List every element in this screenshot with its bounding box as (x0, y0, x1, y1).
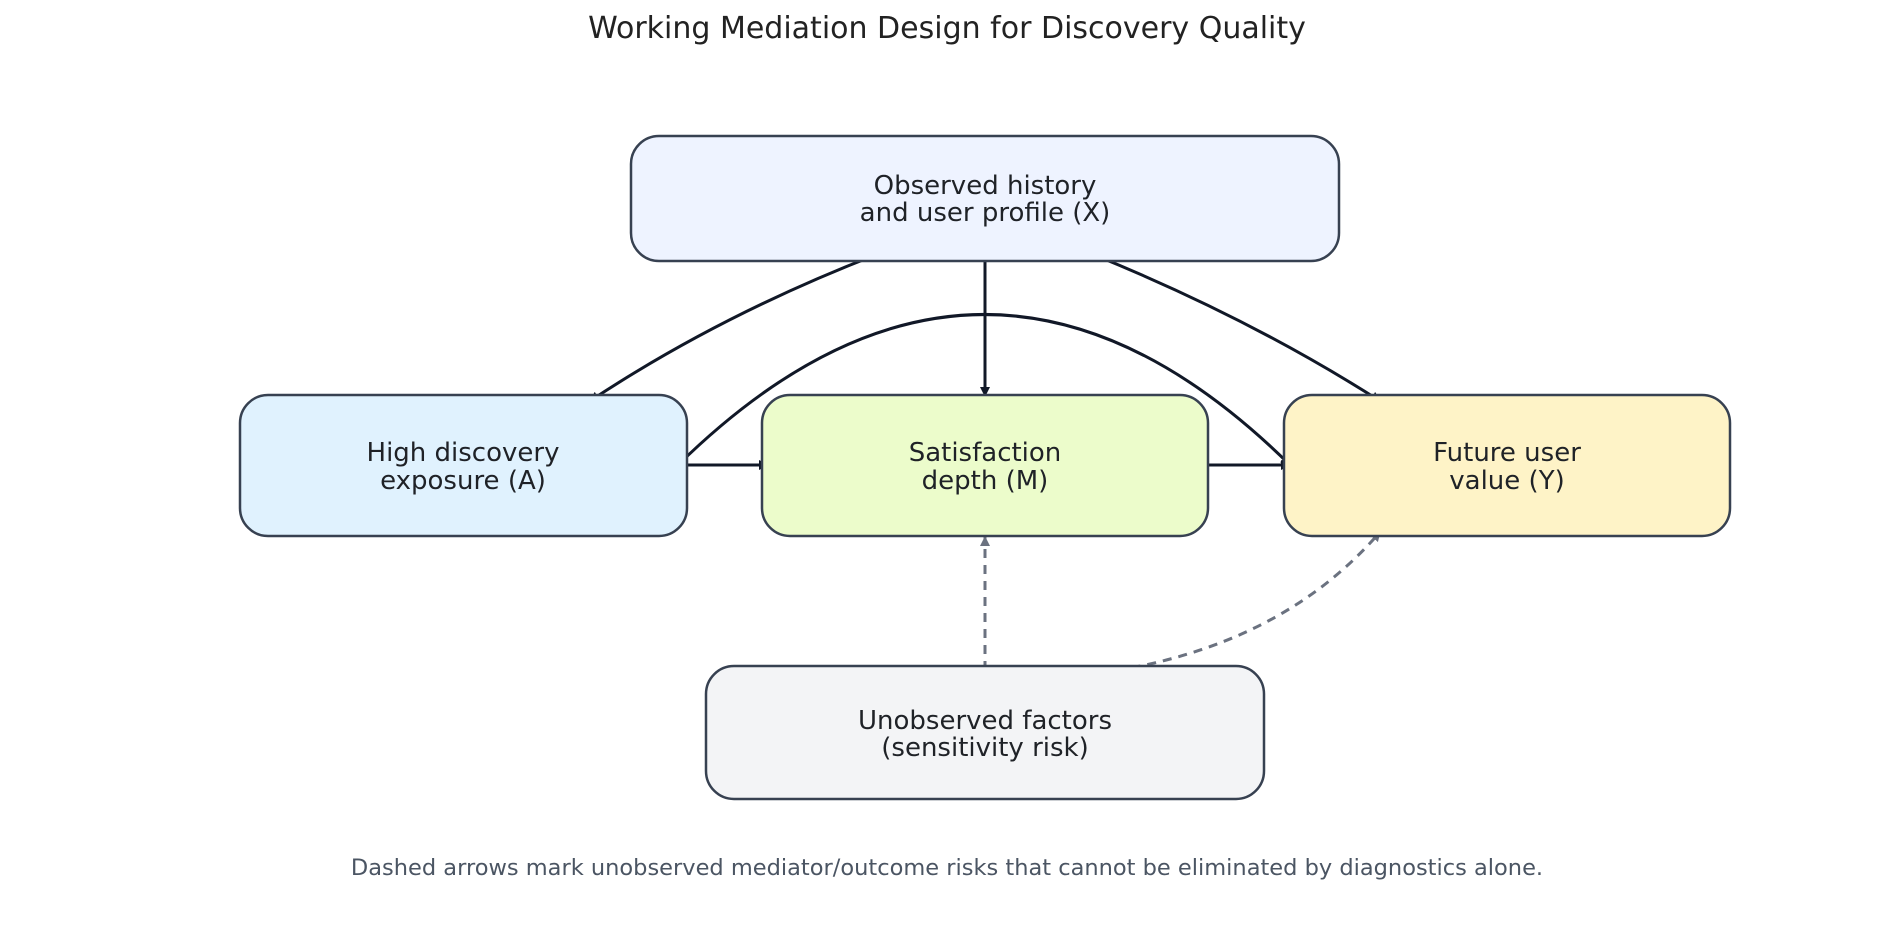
edge-exposure-to-outcome (676, 313, 1292, 467)
node-outcome-label-line2: value (Y) (1449, 466, 1564, 496)
node-unobserved-box (704, 664, 1266, 801)
edge-history-to-outcome (1091, 252, 1381, 403)
node-mediator-label-line1: Satisfaction (909, 438, 1062, 468)
node-mediator-box (760, 393, 1210, 538)
node-exposure: High discovery exposure (A) (238, 393, 689, 538)
node-mediator-label-line2: depth (M) (922, 466, 1049, 496)
node-history-box (629, 134, 1341, 263)
node-history-label-line1: Observed history (874, 171, 1097, 201)
edge-history-to-exposure (589, 252, 879, 403)
edges (589, 252, 1382, 675)
node-outcome-label-line1: Future user (1433, 438, 1581, 468)
diagram-title: Working Mediation Design for Discovery Q… (588, 11, 1306, 46)
node-unobserved-label-line2: (sensitivity risk) (881, 733, 1088, 763)
node-history-label-line2: and user profile (X) (860, 198, 1111, 228)
node-history: Observed history and user profile (X) (629, 134, 1341, 263)
node-outcome-box (1282, 393, 1732, 538)
node-outcome: Future user value (Y) (1282, 393, 1732, 538)
node-mediator: Satisfaction depth (M) (760, 393, 1210, 538)
node-exposure-label-line2: exposure (A) (380, 466, 546, 496)
node-unobserved-label-line1: Unobserved factors (858, 706, 1112, 736)
node-unobserved: Unobserved factors (sensitivity risk) (704, 664, 1266, 801)
node-exposure-label-line1: High discovery (367, 438, 560, 468)
node-exposure-box (238, 393, 689, 538)
diagram-caption: Dashed arrows mark unobserved mediator/o… (351, 855, 1543, 881)
edge-unobserved-to-outcome (1099, 531, 1382, 675)
